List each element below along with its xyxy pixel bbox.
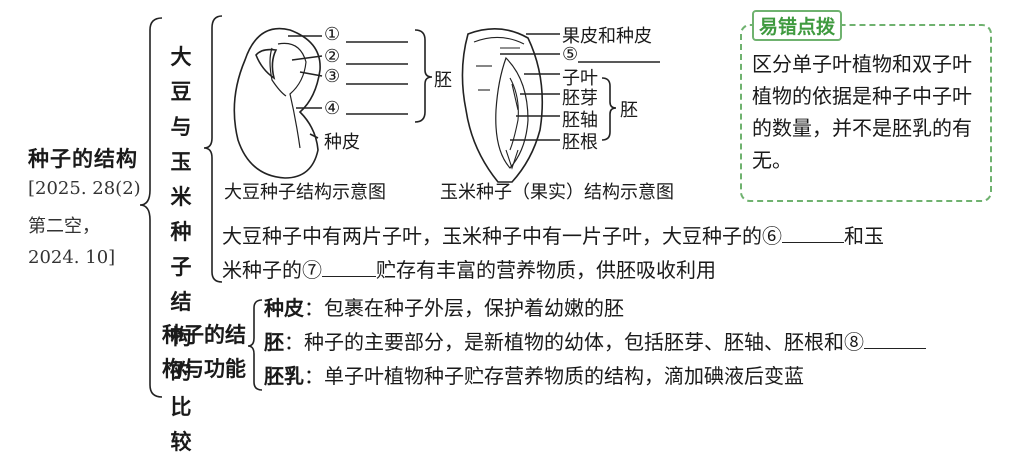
answer-blank-8[interactable] <box>864 347 926 349</box>
soybean-seed-diagram <box>234 29 408 178</box>
comparison-summary-line-2: 米种子的⑦ 贮存有丰富的营养物质，供胚吸收利用 <box>222 254 716 287</box>
function-item-endosperm: 胚乳：单子叶植物种子贮存营养物质的结构，滴加碘液后变蓝 <box>264 360 804 393</box>
function-text: ：包裹在种子外层，保护着幼嫩的胚 <box>304 296 624 320</box>
answer-blank-6[interactable] <box>782 241 844 243</box>
function-term: 胚 <box>264 330 284 354</box>
comparison-label-line: 大豆 <box>166 40 196 110</box>
structure-function-label: 种子的结 构与功能 <box>162 318 246 386</box>
summary-text: 米种子的⑦ <box>222 258 322 282</box>
function-item-embryo: 胚：种子的主要部分，是新植物的幼体，包括胚芽、胚轴、胚根和⑧ <box>264 326 926 359</box>
function-term: 胚乳 <box>264 364 304 388</box>
comparison-label-line: 米种 <box>166 180 196 250</box>
corn-marker-5: ⑤ <box>562 44 578 65</box>
comparison-label: 大豆 与玉 米种 子结 构的 比较 <box>166 40 196 460</box>
structure-function-label-line: 种子的结 <box>162 318 246 352</box>
comparison-label-line: 与玉 <box>166 110 196 180</box>
answer-blank-7[interactable] <box>322 275 376 277</box>
soy-seed-coat-label: 种皮 <box>324 128 360 154</box>
soy-marker-2: ② <box>324 46 340 67</box>
summary-text: 大豆种子中有两片子叶，玉米种子中有一片子叶，大豆种子的⑥ <box>222 224 782 248</box>
soy-embryo-label: 胚 <box>434 66 452 92</box>
function-term: 种皮 <box>264 296 304 320</box>
function-text: ：单子叶植物种子贮存营养物质的结构，滴加碘液后变蓝 <box>304 364 804 388</box>
comparison-label-line: 子结 <box>166 250 196 320</box>
corn-embryo-label: 胚 <box>620 96 638 122</box>
function-text: ：种子的主要部分，是新植物的幼体，包括胚芽、胚轴、胚根和⑧ <box>284 330 864 354</box>
structure-function-label-line: 构与功能 <box>162 352 246 386</box>
function-item-seed-coat: 种皮：包裹在种子外层，保护着幼嫩的胚 <box>264 292 624 325</box>
comparison-summary-line-1: 大豆种子中有两片子叶，玉米种子中有一片子叶，大豆种子的⑥ 和玉 <box>222 220 884 253</box>
soy-marker-4: ④ <box>324 98 340 119</box>
soy-marker-3: ③ <box>324 66 340 87</box>
tip-title: 易错点拨 <box>752 10 842 41</box>
summary-text: 贮存有丰富的营养物质，供胚吸收利用 <box>376 258 716 282</box>
comparison-label-line: 比较 <box>166 390 196 460</box>
soy-marker-1: ① <box>324 24 340 45</box>
corn-radicle-label: 胚根 <box>562 128 598 154</box>
corn-diagram-caption: 玉米种子（果实）结构示意图 <box>440 178 674 204</box>
summary-text: 和玉 <box>844 224 884 248</box>
soy-diagram-caption: 大豆种子结构示意图 <box>224 178 386 204</box>
tip-text: 区分单子叶植物和双子叶植物的依据是种子中子叶的数量，并不是胚乳的有无。 <box>752 48 984 176</box>
